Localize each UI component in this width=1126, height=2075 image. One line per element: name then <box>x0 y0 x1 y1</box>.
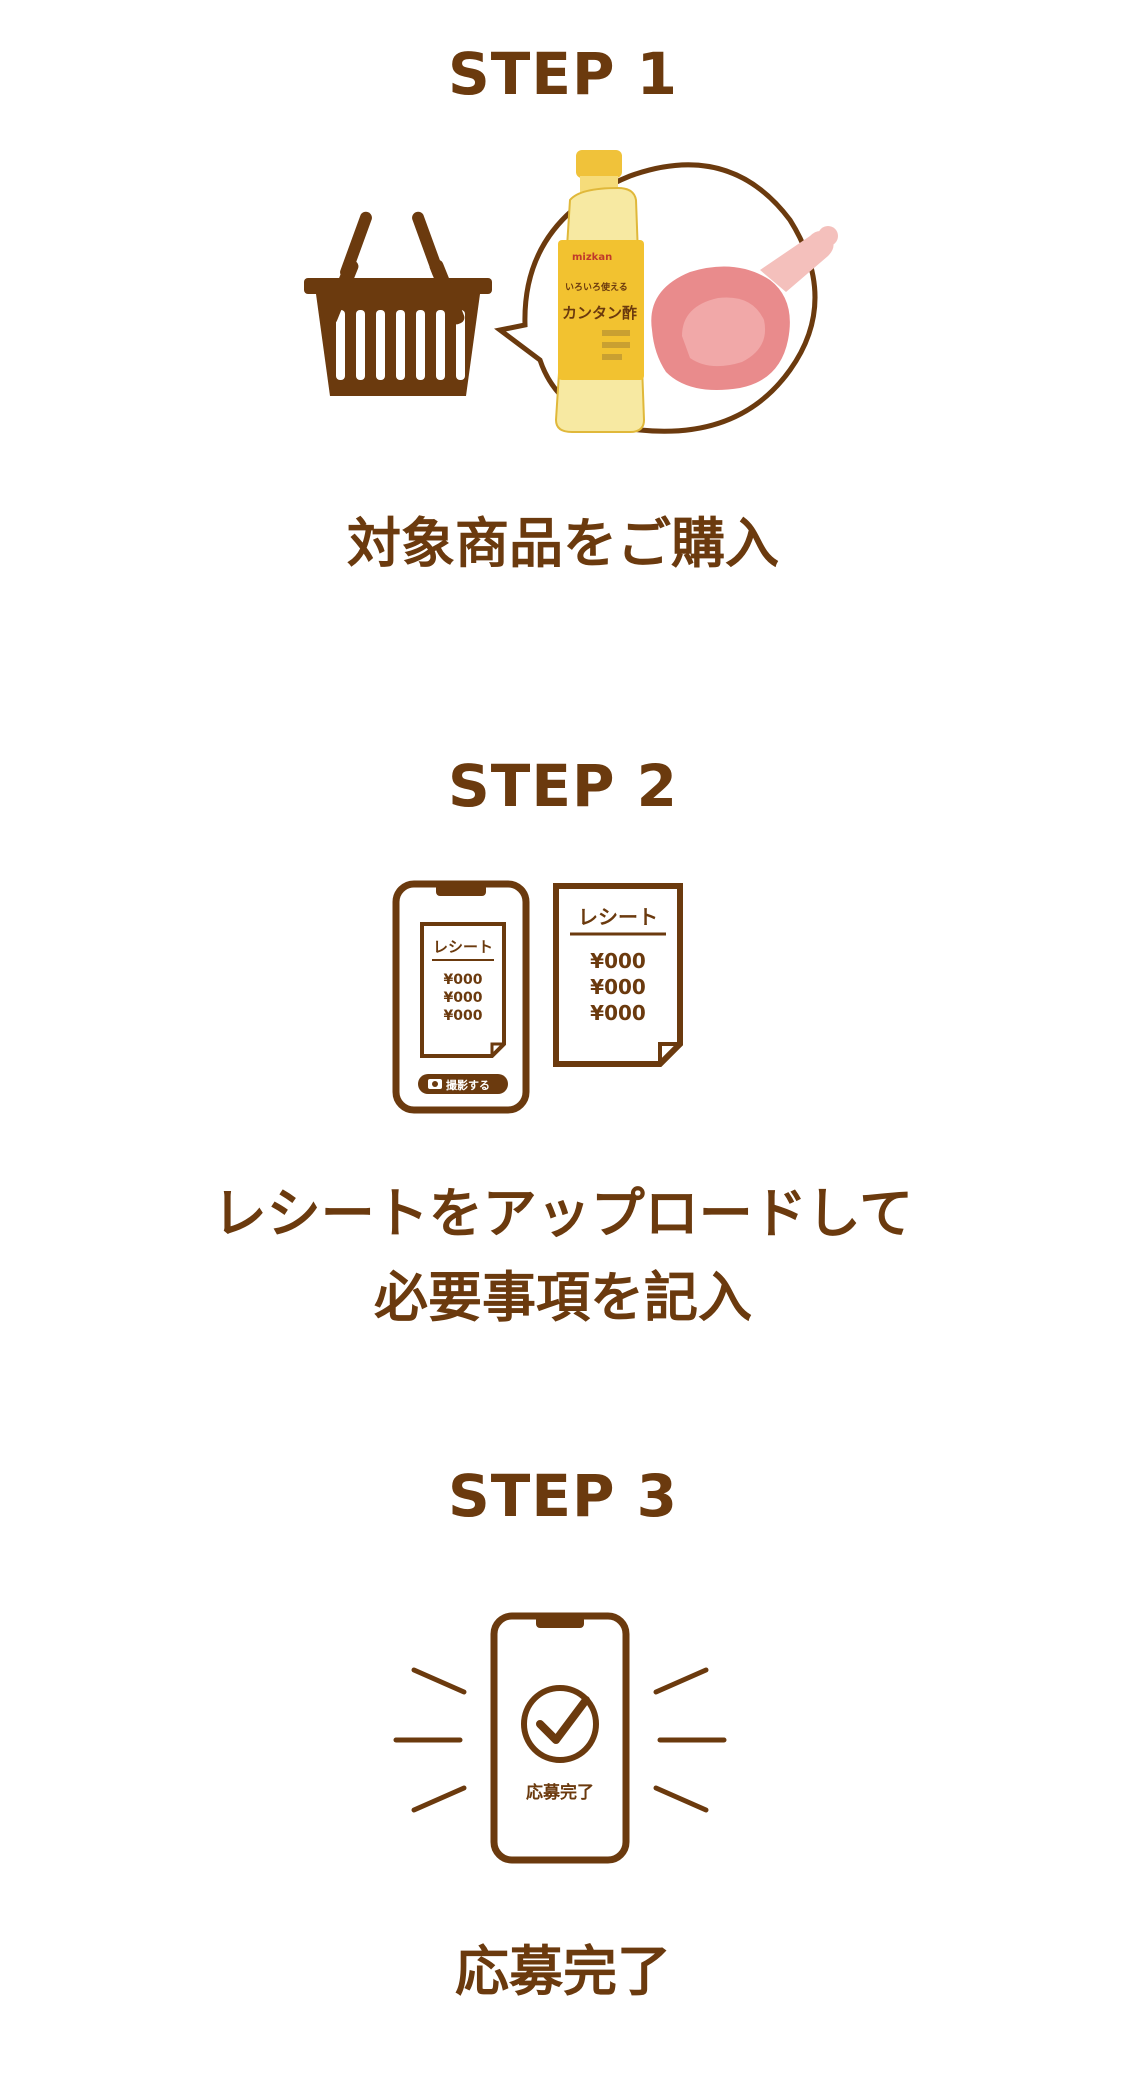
bottle-label-line2: カンタン酢 <box>562 304 637 322</box>
receipt-paper-icon: レシート ¥000 ¥000 ¥000 <box>553 883 683 1067</box>
basket-icon <box>304 211 492 396</box>
smartphone-complete-icon: 応募完了 <box>490 1612 630 1864</box>
phone-receipt-amount-2: ¥000 <box>444 990 483 1006</box>
vinegar-bottle-image: mizkan いろいろ使える カンタン酢 <box>554 150 646 433</box>
check-circle-icon <box>521 1685 599 1763</box>
phone-receipt-heading: レシート <box>433 938 493 956</box>
capture-button <box>418 1074 508 1094</box>
step-3-caption: 応募完了 <box>455 1940 671 2003</box>
burst-lines-right <box>653 1667 727 1813</box>
step-2-caption-line-2: 必要事項を記入 <box>374 1266 752 1329</box>
step-1-title: STEP 1 <box>447 40 678 108</box>
chicken-leg-image <box>651 226 838 390</box>
phone-receipt-amount-3: ¥000 <box>444 1008 483 1024</box>
step-3-section: STEP 3 <box>0 1462 1126 1530</box>
step-2-caption-wrap: レシートをアップロードして 必要事項を記入 <box>0 1172 1126 1340</box>
step-2-caption-line-1: レシートをアップロードして <box>212 1182 914 1245</box>
step-1-section: STEP 1 <box>0 40 1126 108</box>
step-2-illustration: レシート ¥000 ¥000 ¥000 撮影する レシート ¥000 ¥000 … <box>392 880 683 1114</box>
step-1-illustration: mizkan いろいろ使える カンタン酢 <box>304 150 838 434</box>
capture-button-label: 撮影する <box>446 1078 490 1092</box>
paper-receipt-heading: レシート <box>578 905 658 929</box>
step-2-section: STEP 2 <box>0 752 1126 820</box>
step-1-caption-wrap: 対象商品をご購入 <box>0 502 1126 586</box>
camera-icon <box>428 1079 442 1089</box>
bottle-brand-text: mizkan <box>572 252 612 263</box>
smartphone-icon: レシート ¥000 ¥000 ¥000 撮影する <box>392 880 530 1114</box>
step-3-caption-wrap: 応募完了 <box>0 1930 1126 2014</box>
burst-lines-left <box>393 1667 467 1813</box>
step-3-illustration: 応募完了 <box>393 1612 727 1864</box>
phone-receipt-amount-1: ¥000 <box>444 972 483 988</box>
paper-receipt-amount-1: ¥000 <box>590 949 646 973</box>
paper-receipt-amount-2: ¥000 <box>590 975 646 999</box>
step-3-title: STEP 3 <box>447 1462 678 1530</box>
phone-complete-label: 応募完了 <box>526 1782 594 1803</box>
step-2-title: STEP 2 <box>447 752 678 820</box>
paper-receipt-amount-3: ¥000 <box>590 1001 646 1025</box>
step-1-caption: 対象商品をご購入 <box>347 512 779 575</box>
bottle-label-line1: いろいろ使える <box>565 281 628 293</box>
